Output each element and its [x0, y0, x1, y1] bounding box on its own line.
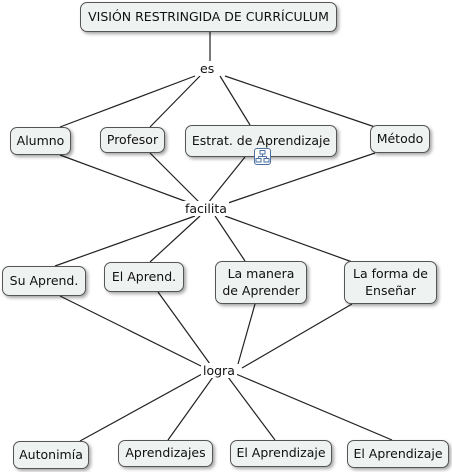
link-label-facilita: facilita	[183, 201, 229, 216]
connector-el-aprend-logra	[157, 291, 211, 365]
node-aprendizajes[interactable]: Aprendizajes	[118, 440, 213, 467]
connector-facilita-el-aprend	[149, 215, 201, 263]
connector-profesor-facilita	[149, 152, 201, 204]
connector-manera-logra	[237, 303, 256, 365]
node-el-aprend[interactable]: El Aprend.	[104, 262, 184, 292]
title-node[interactable]: VISIÓN RESTRINGIDA DE CURRÍCULUM	[80, 2, 337, 32]
connector-forma-logra	[241, 303, 353, 369]
node-la-manera-de-aprender[interactable]: La manera de Aprender	[215, 261, 307, 304]
connector-facilita-forma	[224, 215, 356, 264]
connector-es-metodo	[224, 75, 376, 128]
connector-logra-autonimia	[79, 373, 203, 442]
node-el-aprendizaje-2[interactable]: El Aprendizaje	[347, 440, 449, 468]
connector-logra-el-aprendizaje-1	[227, 376, 276, 441]
connector-es-profesor	[149, 75, 201, 128]
connector-alumno-facilita	[59, 154, 191, 204]
node-estrategia-aprendizaje[interactable]: Estrat. de Aprendizaje	[185, 125, 337, 157]
node-profesor[interactable]: Profesor	[100, 127, 165, 153]
node-la-forma-de-ensenar[interactable]: La forma de Enseñar	[344, 261, 437, 304]
node-su-aprend[interactable]: Su Aprend.	[2, 266, 86, 296]
connector-logra-el-aprendizaje-2	[235, 373, 393, 441]
connector-facilita-su-aprend	[54, 215, 196, 267]
connector-es-alumno	[59, 75, 196, 128]
connector-facilita-manera	[214, 215, 246, 262]
node-autonimia[interactable]: Autonimía	[13, 441, 89, 469]
link-label-es: es	[198, 61, 217, 76]
link-label-logra: logra	[201, 363, 237, 378]
connector-es-estrategia	[219, 75, 251, 126]
connector-metodo-facilita	[227, 152, 376, 204]
node-metodo[interactable]: Método	[370, 125, 430, 153]
node-alumno[interactable]: Alumno	[10, 127, 71, 155]
node-el-aprendizaje-1[interactable]: El Aprendizaje	[230, 440, 332, 467]
connector-estrategia-facilita	[207, 156, 246, 204]
connector-su-aprend-logra	[59, 295, 206, 369]
connector-logra-aprendizajes	[167, 376, 214, 441]
concept-map-link-icon[interactable]	[254, 148, 271, 165]
